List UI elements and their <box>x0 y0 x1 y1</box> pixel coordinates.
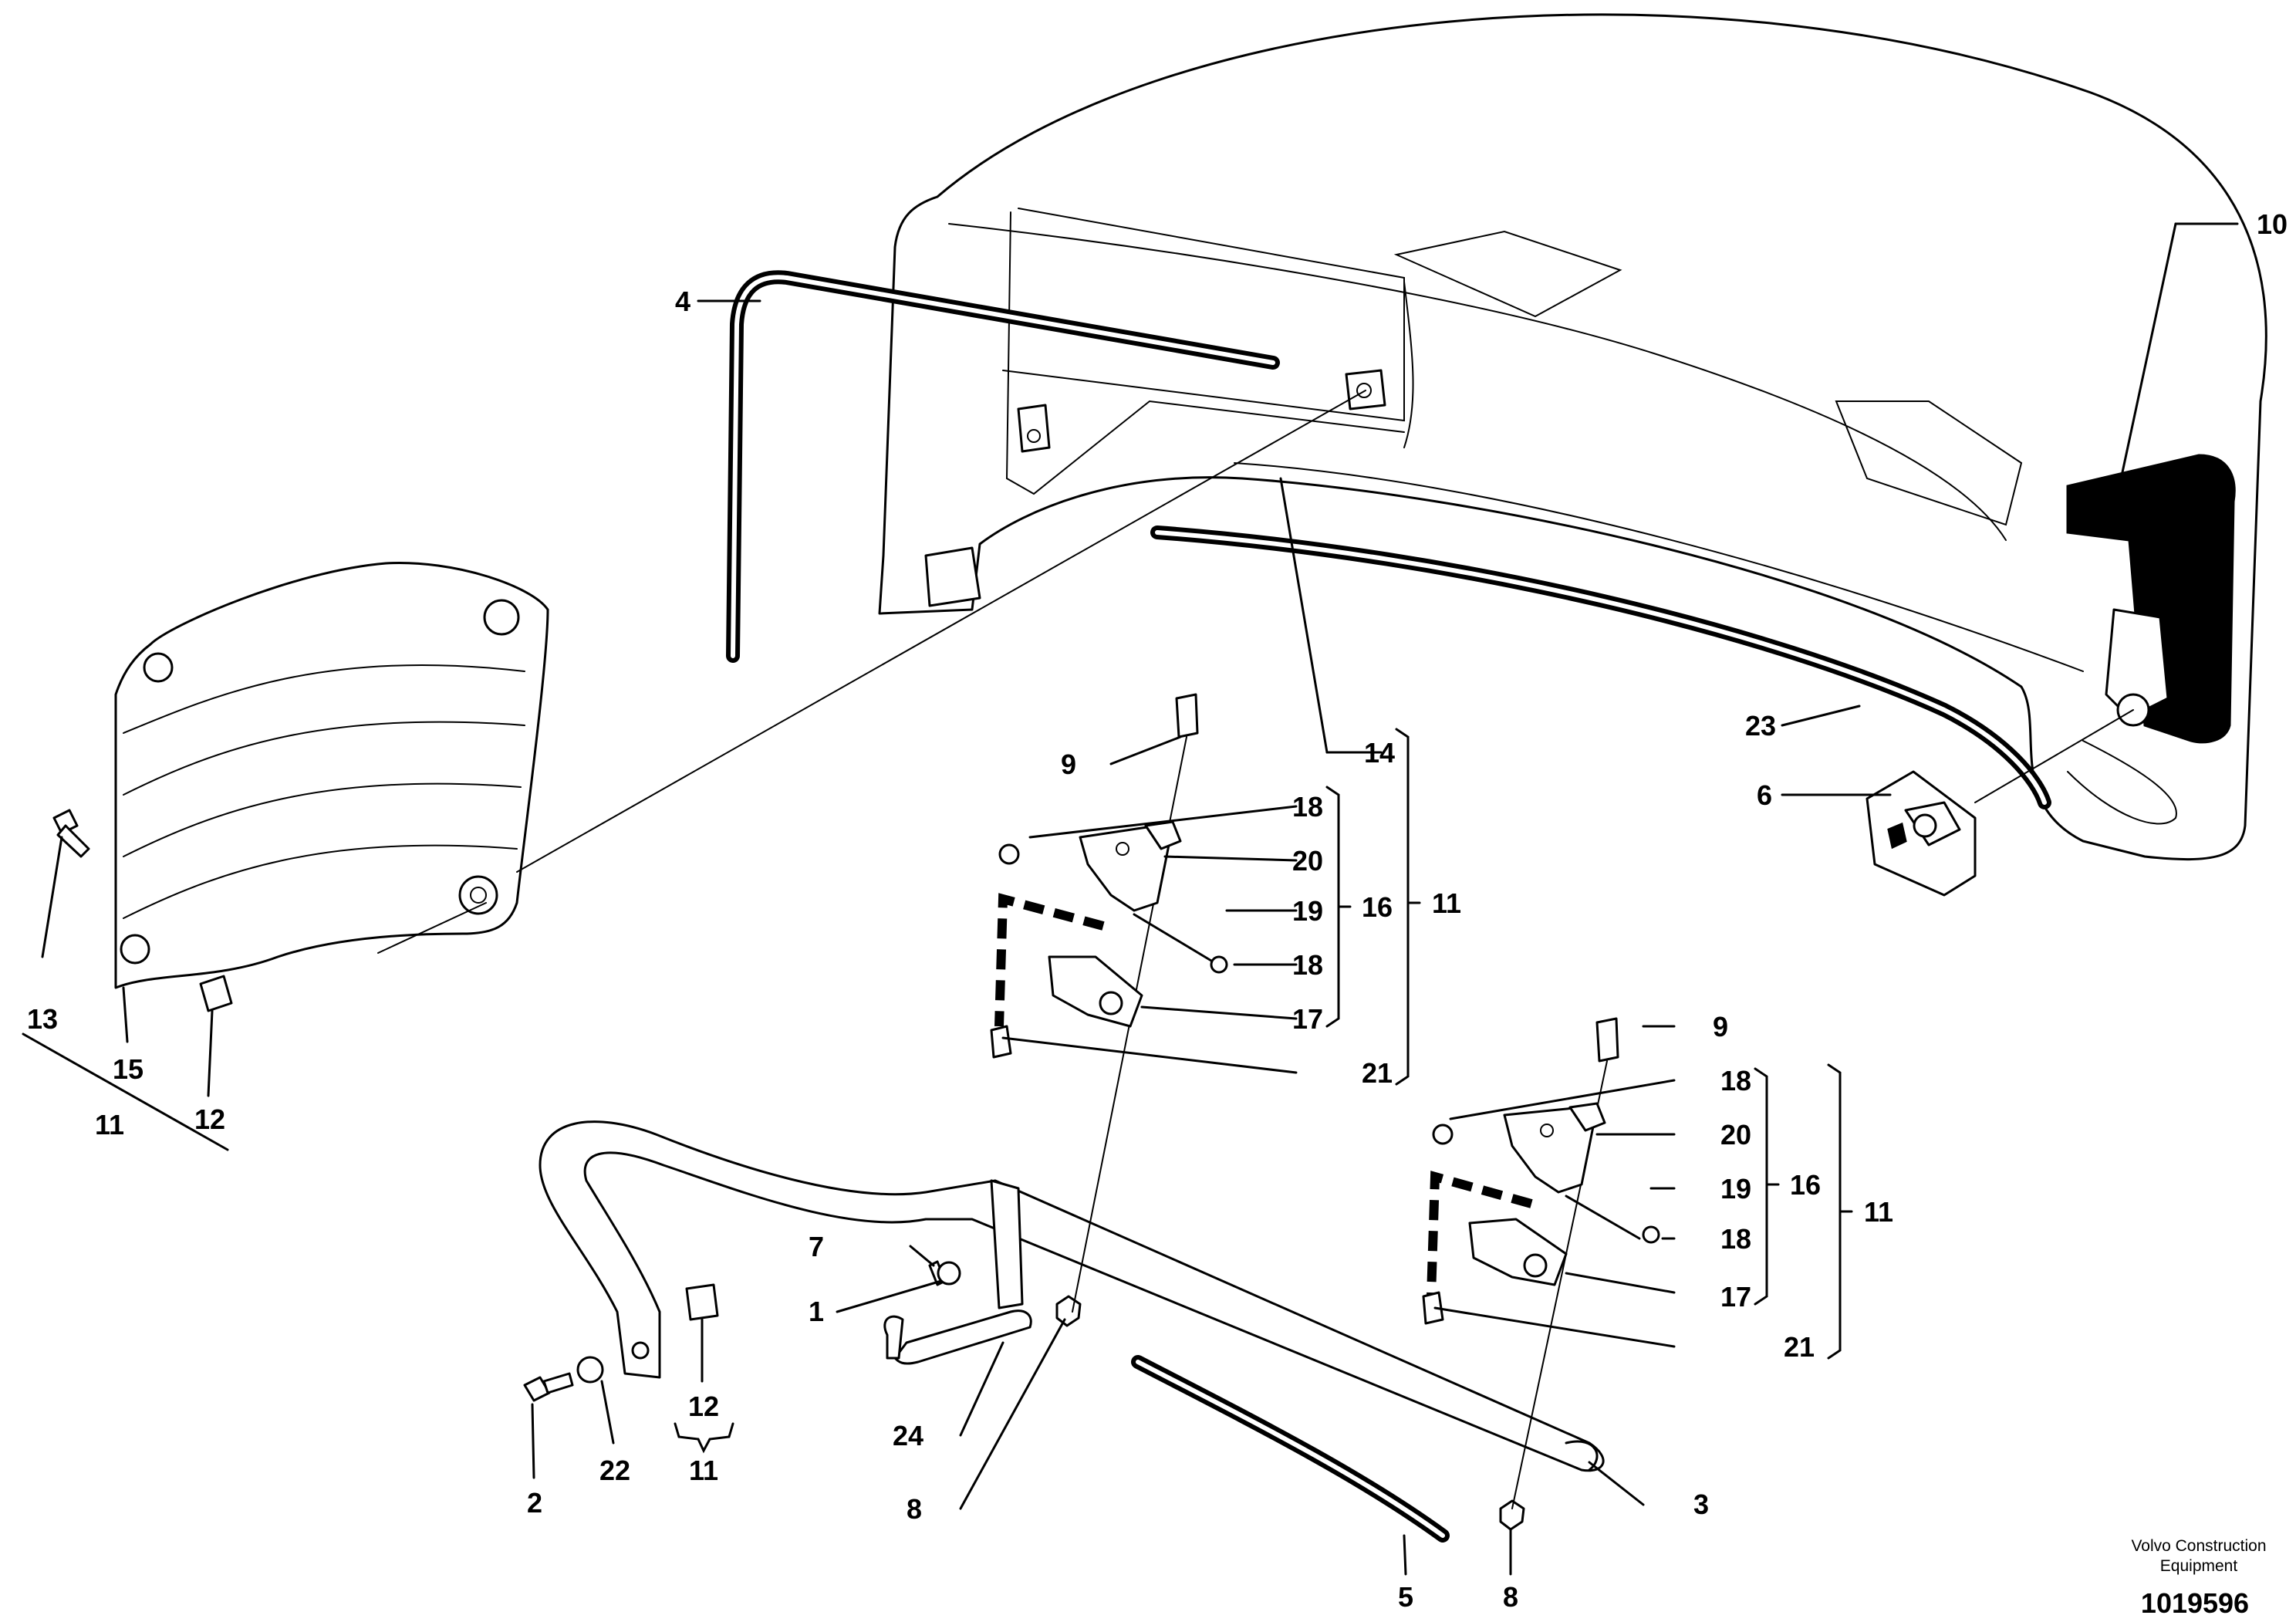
callout-6: 6 <box>1757 779 1772 811</box>
assembly-braces <box>674 728 1853 1454</box>
hinge-assembly-upper <box>990 693 1228 1313</box>
roof-edge-seal <box>1150 525 2051 809</box>
callout-17a: 17 <box>1292 1003 1323 1035</box>
handrail-bar <box>539 1120 1605 1472</box>
hex-nut <box>1055 1295 1082 1327</box>
callout-19a: 19 <box>1292 895 1323 927</box>
callout-9b: 9 <box>1713 1011 1728 1042</box>
callout-5: 5 <box>1398 1581 1413 1613</box>
callout-20b: 20 <box>1720 1119 1751 1151</box>
hex-nut <box>1499 1499 1525 1531</box>
callout-21a: 21 <box>1362 1057 1393 1089</box>
callout-21b: 21 <box>1784 1331 1815 1363</box>
callout-18d: 18 <box>1720 1223 1751 1255</box>
callout-11c: 11 <box>95 1109 124 1140</box>
rail-clip-nut <box>685 1283 719 1321</box>
brand-line-2: Equipment <box>2160 1557 2238 1575</box>
callout-11b: 11 <box>1864 1196 1893 1228</box>
callout-3: 3 <box>1693 1489 1709 1520</box>
washer <box>937 1261 961 1286</box>
brand-line-1: Volvo Construction <box>2131 1537 2266 1555</box>
hinge-assembly-lower <box>1422 1017 1660 1509</box>
callout-11a: 11 <box>1432 887 1461 919</box>
callout-7: 7 <box>809 1231 824 1262</box>
callout-1: 1 <box>809 1296 824 1327</box>
cover-bolt <box>52 809 90 858</box>
roof-latch <box>1866 770 1977 897</box>
drawing-number: 1019596 <box>2141 1587 2249 1619</box>
callout-20a: 20 <box>1292 845 1323 877</box>
callout-23: 23 <box>1745 710 1776 742</box>
callout-24: 24 <box>893 1420 923 1451</box>
callout-labels: 1 2 3 4 5 6 7 8 8 9 9 10 11 11 11 11 12 … <box>27 208 2288 1613</box>
callout-18b: 18 <box>1292 949 1323 981</box>
callout-8b: 8 <box>1503 1581 1518 1613</box>
callout-18c: 18 <box>1720 1065 1751 1097</box>
rail-bolt <box>523 1372 574 1402</box>
callout-19b: 19 <box>1720 1173 1751 1205</box>
window-seal-strip <box>726 270 1280 663</box>
callout-15: 15 <box>113 1053 144 1085</box>
callout-16a: 16 <box>1362 891 1393 923</box>
leader-lines <box>22 222 2239 1576</box>
callout-9a: 9 <box>1061 748 1076 780</box>
lock-handle <box>883 1309 1032 1365</box>
callout-13: 13 <box>27 1003 58 1035</box>
rail-washer <box>576 1356 604 1384</box>
callout-12a: 12 <box>194 1103 225 1135</box>
callout-22: 22 <box>599 1455 630 1486</box>
callout-17b: 17 <box>1720 1281 1751 1313</box>
callout-16b: 16 <box>1790 1169 1821 1201</box>
side-cover-panel <box>114 562 549 989</box>
cover-clip-nut <box>199 975 233 1012</box>
callout-8a: 8 <box>907 1493 922 1525</box>
roof-panel <box>878 13 2267 861</box>
callout-14: 14 <box>1364 737 1395 769</box>
callout-12b: 12 <box>688 1391 719 1422</box>
footer-block: Volvo Construction Equipment 1019596 <box>2131 1537 2266 1619</box>
latch-to-roof-line <box>1974 709 2134 803</box>
callout-2: 2 <box>527 1487 542 1519</box>
callout-4: 4 <box>675 286 690 317</box>
lower-seal-strip <box>1131 1355 1450 1543</box>
callout-10: 10 <box>2257 208 2288 240</box>
callout-18a: 18 <box>1292 791 1323 823</box>
cover-guide-line <box>377 902 487 954</box>
cover-to-roof-line <box>516 390 1366 873</box>
callout-11d: 11 <box>689 1455 718 1486</box>
